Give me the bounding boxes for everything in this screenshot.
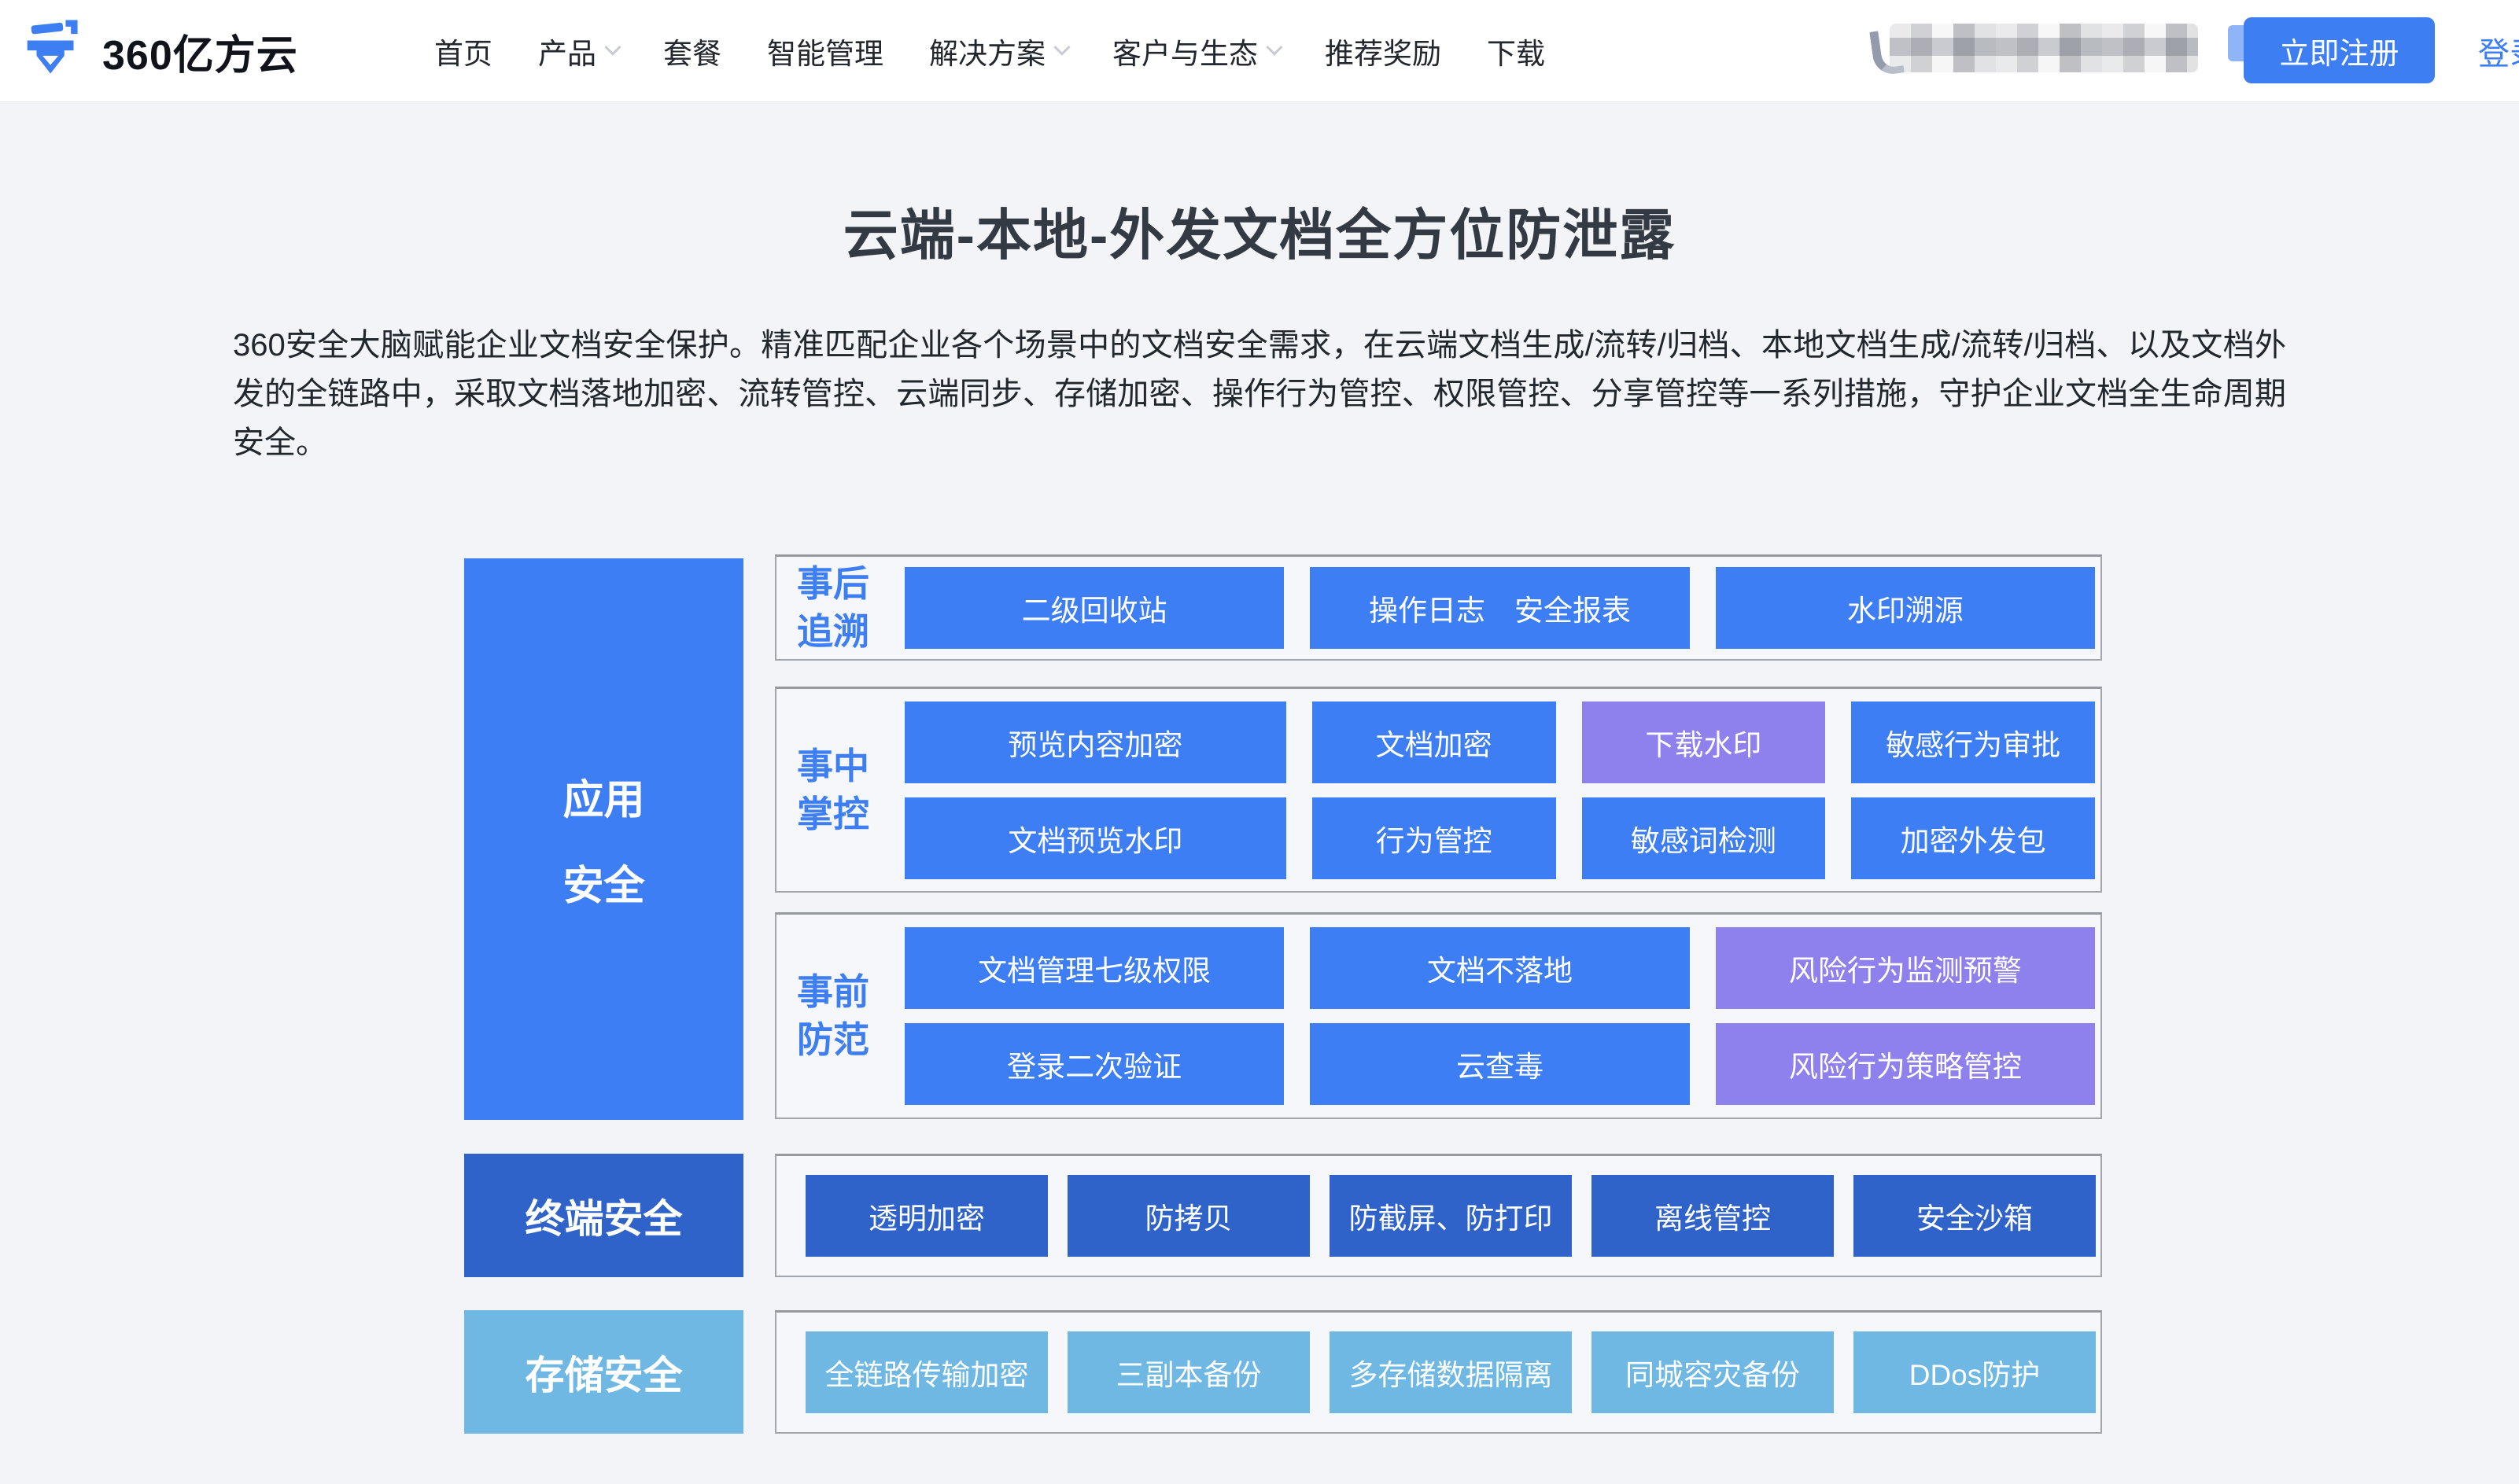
group-label: 事前 防范 xyxy=(797,968,879,1063)
chevron-down-icon xyxy=(1053,38,1071,56)
logo-shield-icon xyxy=(27,20,78,74)
group-after-trace: 事后 追溯 二级回收站 操作日志 安全报表 水印溯源 xyxy=(775,554,2102,661)
nav-label: 首页 xyxy=(434,38,492,70)
group-label-line: 追溯 xyxy=(797,611,869,652)
row-terminal-security: 终端安全 透明加密 防拷贝 防截屏、防打印 离线管控 安全沙箱 xyxy=(464,1154,2102,1277)
feature-tile: 防拷贝 xyxy=(1068,1175,1310,1257)
feature-tile: 全链路传输加密 xyxy=(806,1331,1048,1413)
feature-tile: 行为管控 xyxy=(1311,797,1556,879)
feature-tile: 二级回收站 xyxy=(905,567,1285,649)
logo[interactable]: 360亿方云 xyxy=(22,0,298,102)
feature-tile: 加密外发包 xyxy=(1851,797,2095,879)
header: 360亿方云 首页 产品 套餐 智能管理 解决方案 客户与生态 推荐奖励 下载 … xyxy=(0,0,2519,102)
register-button[interactable]: 立即注册 xyxy=(2244,17,2435,83)
feature-tile: 文档加密 xyxy=(1311,701,1556,783)
group-before-prevention: 事前 防范 文档管理七级权限 文档不落地 风险行为监测预警 登录二次验证 云查毒… xyxy=(775,912,2102,1119)
category-app-security: 应用 安全 xyxy=(464,558,743,1120)
security-diagram: 应用 安全 事后 追溯 二级回收站 操作日志 安全报表 水印溯源 事中 xyxy=(464,554,2102,1434)
main-nav: 首页 产品 套餐 智能管理 解决方案 客户与生态 推荐奖励 下载 xyxy=(434,0,1545,102)
feature-tile: 三副本备份 xyxy=(1068,1331,1310,1413)
feature-tile: 文档管理七级权限 xyxy=(905,927,1285,1009)
feature-tile: 同城容灾备份 xyxy=(1591,1331,1834,1413)
nav-item-download[interactable]: 下载 xyxy=(1487,30,1545,72)
nav-label: 客户与生态 xyxy=(1112,38,1258,70)
group-label-line: 事中 xyxy=(797,745,869,786)
chevron-down-icon xyxy=(1266,38,1283,56)
feature-tile: 风险行为监测预警 xyxy=(1715,927,2095,1009)
feature-tile: 预览内容加密 xyxy=(905,701,1286,783)
row-storage-security: 存储安全 全链路传输加密 三副本备份 多存储数据隔离 同城容灾备份 DDos防护 xyxy=(464,1310,2102,1434)
redacted-phone-number xyxy=(1890,24,2198,72)
nav-label: 下载 xyxy=(1487,38,1545,70)
category-terminal-security: 终端安全 xyxy=(464,1154,743,1277)
hero-section: 云端-本地-外发文档全方位防泄露 360安全大脑赋能企业文档安全保护。精准匹配企… xyxy=(0,102,2519,467)
nav-label: 推荐奖励 xyxy=(1325,38,1441,70)
logo-text: 360亿方云 xyxy=(102,32,298,79)
feature-tile: 水印溯源 xyxy=(1715,567,2095,649)
feature-tile: 文档不落地 xyxy=(1310,927,1690,1009)
category-label-line: 安全 xyxy=(562,864,645,909)
feature-tile: 敏感行为审批 xyxy=(1851,701,2095,783)
group-label-line: 防范 xyxy=(797,1019,869,1060)
nav-item-plans[interactable]: 套餐 xyxy=(663,30,721,72)
group-label-line: 事后 xyxy=(797,563,869,605)
nav-label: 解决方案 xyxy=(929,38,1046,70)
group-label-line: 事前 xyxy=(797,971,869,1013)
category-storage-security: 存储安全 xyxy=(464,1310,743,1434)
login-link[interactable]: 登录 xyxy=(2478,37,2519,72)
nav-item-home[interactable]: 首页 xyxy=(434,30,492,72)
feature-tile: 安全沙箱 xyxy=(1853,1175,2096,1257)
nav-label: 产品 xyxy=(538,38,596,70)
feature-tile: 文档预览水印 xyxy=(905,797,1286,879)
group-label: 事中 掌控 xyxy=(797,742,879,838)
hero-description: 360安全大脑赋能企业文档安全保护。精准匹配企业各个场景中的文档安全需求，在云端… xyxy=(233,328,2286,460)
feature-tile: 云查毒 xyxy=(1310,1023,1690,1105)
feature-tile: DDos防护 xyxy=(1853,1331,2096,1413)
feature-tile: 风险行为策略管控 xyxy=(1715,1023,2095,1105)
nav-item-smart-management[interactable]: 智能管理 xyxy=(767,30,883,72)
page-title: 云端-本地-外发文档全方位防泄露 xyxy=(843,204,1676,266)
nav-item-products[interactable]: 产品 xyxy=(538,30,621,72)
category-label-line: 应用 xyxy=(562,778,645,823)
feature-tile: 敏感词检测 xyxy=(1581,797,1826,879)
feature-tile: 透明加密 xyxy=(806,1175,1048,1257)
group-label: 事后 追溯 xyxy=(797,560,879,655)
nav-label: 智能管理 xyxy=(767,38,883,70)
feature-tile: 离线管控 xyxy=(1591,1175,1834,1257)
group-label-line: 掌控 xyxy=(797,793,869,834)
feature-tile: 防截屏、防打印 xyxy=(1330,1175,1572,1257)
nav-item-solutions[interactable]: 解决方案 xyxy=(929,30,1071,72)
chevron-down-icon xyxy=(604,38,621,56)
group-during-control: 事中 掌控 预览内容加密 文档加密 下载水印 敏感行为审批 文档预览水印 行为管… xyxy=(775,687,2102,893)
feature-tile: 下载水印 xyxy=(1581,701,1826,783)
nav-item-referral-rewards[interactable]: 推荐奖励 xyxy=(1325,30,1441,72)
feature-tile: 多存储数据隔离 xyxy=(1330,1331,1572,1413)
feature-tile: 操作日志 安全报表 xyxy=(1310,567,1690,649)
nav-label: 套餐 xyxy=(663,38,721,70)
feature-tile: 登录二次验证 xyxy=(905,1023,1285,1105)
nav-item-customers-ecosystem[interactable]: 客户与生态 xyxy=(1112,30,1283,72)
